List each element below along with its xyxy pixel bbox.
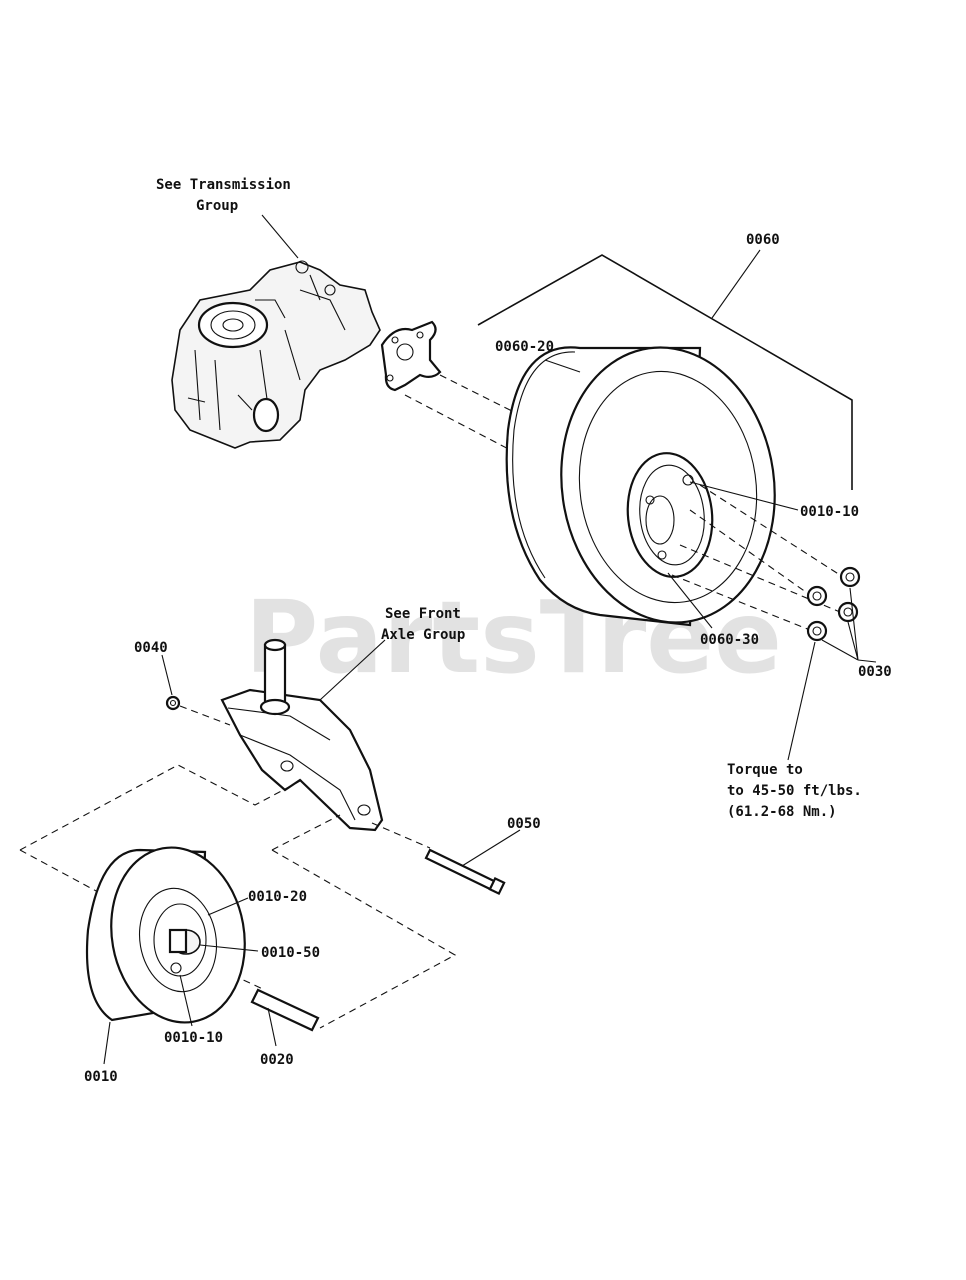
label-0010-10-rear: 0010-10 (800, 504, 859, 520)
transmission-note-line2: Group (196, 198, 238, 214)
transmission-note-line1: See Transmission (156, 177, 291, 193)
nut-0040[interactable] (165, 695, 181, 711)
label-0010-10-front: 0010-10 (164, 1030, 223, 1046)
label-0010-50: 0010-50 (261, 945, 320, 961)
label-0020: 0020 (260, 1052, 294, 1068)
label-0010: 0010 (84, 1069, 118, 1085)
label-0030: 0030 (858, 664, 892, 680)
torque-note-line1: Torque to (727, 762, 803, 778)
transmission-assembly[interactable] (171, 260, 442, 449)
rear-wheel-0060[interactable] (505, 334, 793, 637)
torque-note-line3: (61.2-68 Nm.) (727, 804, 837, 820)
label-0050: 0050 (507, 816, 541, 832)
front-wheel-0010[interactable] (85, 837, 258, 1033)
label-0060: 0060 (746, 232, 780, 248)
front-axle-note-line2: Axle Group (381, 627, 465, 643)
front-axle-note-line1: See Front (385, 606, 461, 622)
torque-note-line2: to 45-50 ft/lbs. (727, 783, 862, 799)
label-0010-20: 0010-20 (248, 889, 307, 905)
label-0040: 0040 (134, 640, 168, 656)
label-0060-30: 0060-30 (700, 632, 759, 648)
axle-0020[interactable] (250, 988, 320, 1032)
label-0060-20: 0060-20 (495, 339, 554, 355)
bolt-0050[interactable] (424, 848, 506, 896)
